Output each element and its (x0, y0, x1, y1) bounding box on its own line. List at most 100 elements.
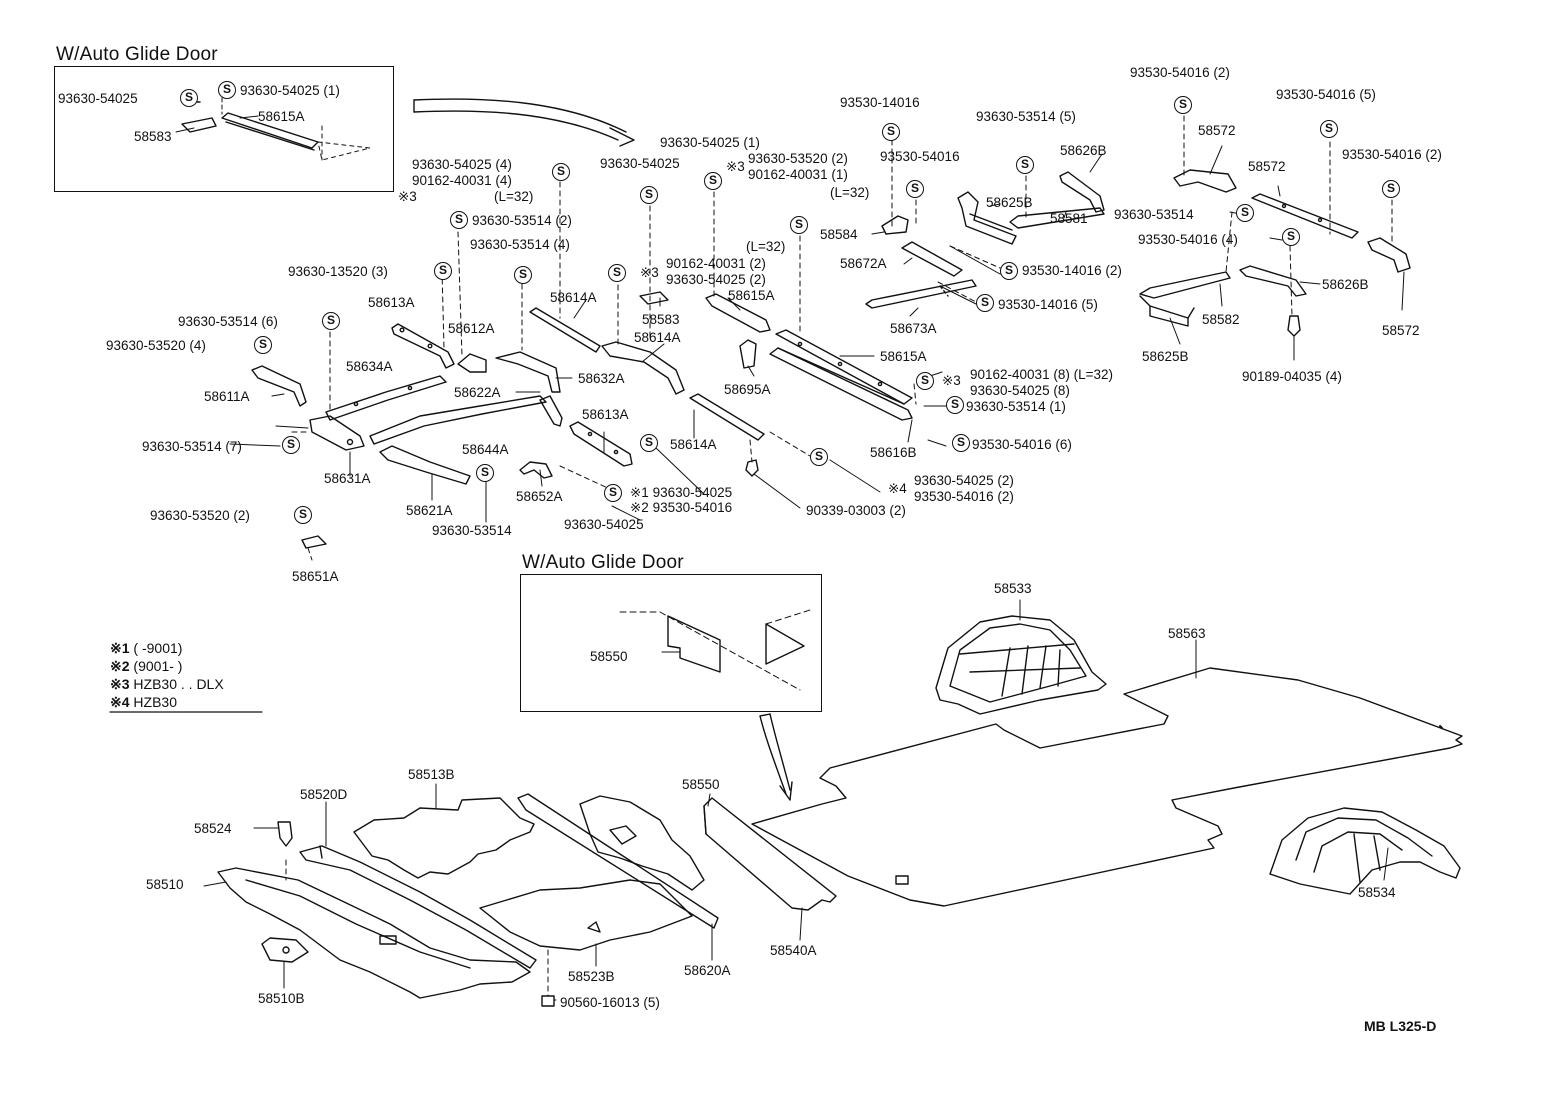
legend-item: ※3 HZB30 . . DLX (110, 676, 224, 693)
legend-text: (9001- ) (133, 658, 183, 674)
label: 93530-54016 (2) (1130, 65, 1230, 80)
s-symbol: S (976, 294, 994, 312)
label: 58695A (724, 382, 771, 397)
label: 93630-54025 (600, 156, 680, 171)
label: 93630-53520 (2) (150, 508, 250, 523)
label: 93630-53514 (1) (966, 399, 1066, 414)
label: 93530-54016 (6) (972, 437, 1072, 452)
label: 93630-54025 (4) (412, 157, 512, 172)
label: ※3 (942, 373, 961, 388)
label: 58572 (1198, 123, 1236, 138)
s-symbol: S (1016, 156, 1034, 174)
label: 90162-40031 (8) (L=32) (970, 367, 1113, 382)
label: ※3 (398, 189, 417, 204)
label: 58581 (1050, 211, 1088, 226)
s-symbol: S (552, 163, 570, 181)
s-symbol: S (1320, 120, 1338, 138)
label: 58572 (1382, 323, 1420, 338)
label: 93530-54016 (5) (1276, 87, 1376, 102)
label: 58616B (870, 445, 917, 460)
s-symbol: S (604, 484, 622, 502)
legend-item: ※1 ( -9001) (110, 640, 182, 657)
label: 58673A (890, 321, 937, 336)
s-symbol: S (282, 436, 300, 454)
label: 93630-53514 (2) (472, 213, 572, 228)
label: 93630-54025 (564, 517, 644, 532)
inset-title-1: W/Auto Glide Door (56, 44, 218, 65)
s-symbol: S (790, 216, 808, 234)
s-symbol: S (906, 180, 924, 198)
curved-arrow-top (413, 98, 635, 147)
legend-text: HZB30 . . DLX (133, 676, 224, 692)
label: 58615A (258, 109, 305, 124)
label: 58534 (1358, 885, 1396, 900)
label: 58631A (324, 471, 371, 486)
label: (L=32) (494, 189, 534, 204)
floor-panels (217, 609, 1463, 1007)
s-symbol: S (450, 211, 468, 229)
label: 58614A (670, 437, 717, 452)
s-symbol: S (608, 264, 626, 282)
inset-box-auto-glide-door-1 (54, 66, 394, 192)
label: 93630-53520 (2) (748, 151, 848, 166)
s-symbol: S (1174, 96, 1192, 114)
label: 58520D (300, 787, 348, 802)
label: 93630-53514 (5) (976, 109, 1076, 124)
label: 58513B (408, 767, 455, 782)
label: 93630-54025 (8) (970, 383, 1070, 398)
s-symbol: S (1000, 262, 1018, 280)
s-symbol: S (882, 123, 900, 141)
label: 58626B (1060, 143, 1107, 158)
label: 58583 (134, 129, 172, 144)
label: (L=32) (746, 239, 786, 254)
s-symbol: S (640, 186, 658, 204)
label: 93630-54025 (58, 91, 138, 106)
label: 90162-40031 (1) (748, 167, 848, 182)
label: 58625B (1142, 349, 1189, 364)
label: 93630-53514 (4) (470, 237, 570, 252)
label: ※2 93530-54016 (630, 500, 733, 515)
s-symbol: S (294, 506, 312, 524)
legend-mark: ※1 (110, 640, 130, 656)
s-symbol: S (810, 448, 828, 466)
s-symbol: S (180, 89, 198, 107)
label: 93630-54025 (2) (666, 272, 766, 287)
legend-mark: ※3 (110, 676, 130, 692)
s-symbol: S (254, 336, 272, 354)
label: 58563 (1168, 626, 1206, 641)
dashed-leaders (285, 115, 1393, 997)
label: 58614A (550, 290, 597, 305)
label: 58510B (258, 991, 305, 1006)
label: 90560-16013 (5) (560, 995, 660, 1010)
label: 93630-53514 (6) (178, 314, 278, 329)
label: 93630-53514 (432, 523, 512, 538)
label: 58634A (346, 359, 393, 374)
s-symbol: S (476, 464, 494, 482)
s-symbol: S (514, 266, 532, 284)
s-symbol: S (640, 434, 658, 452)
label: 93530-54016 (4) (1138, 232, 1238, 247)
label: 58621A (406, 503, 453, 518)
label: 93530-14016 (840, 95, 920, 110)
label: 93630-13520 (3) (288, 264, 388, 279)
label: 93530-54016 (880, 149, 960, 164)
label: 58651A (292, 569, 339, 584)
label: 58632A (578, 371, 625, 386)
label: 93530-54016 (2) (1342, 147, 1442, 162)
label: 58572 (1248, 159, 1286, 174)
label: 90162-40031 (2) (666, 256, 766, 271)
label: 90189-04035 (4) (1242, 369, 1342, 384)
legend-mark: ※4 (110, 694, 130, 710)
label: 58625B (986, 195, 1033, 210)
s-symbol: S (434, 262, 452, 280)
label: 58524 (194, 821, 232, 836)
label: 58583 (642, 312, 680, 327)
s-symbol: S (704, 172, 722, 190)
s-symbol: S (946, 396, 964, 414)
inset-title-2: W/Auto Glide Door (522, 552, 684, 573)
label: 58540A (770, 943, 817, 958)
label: 58523B (568, 969, 615, 984)
label: 58622A (454, 385, 501, 400)
label: 58626B (1322, 277, 1369, 292)
